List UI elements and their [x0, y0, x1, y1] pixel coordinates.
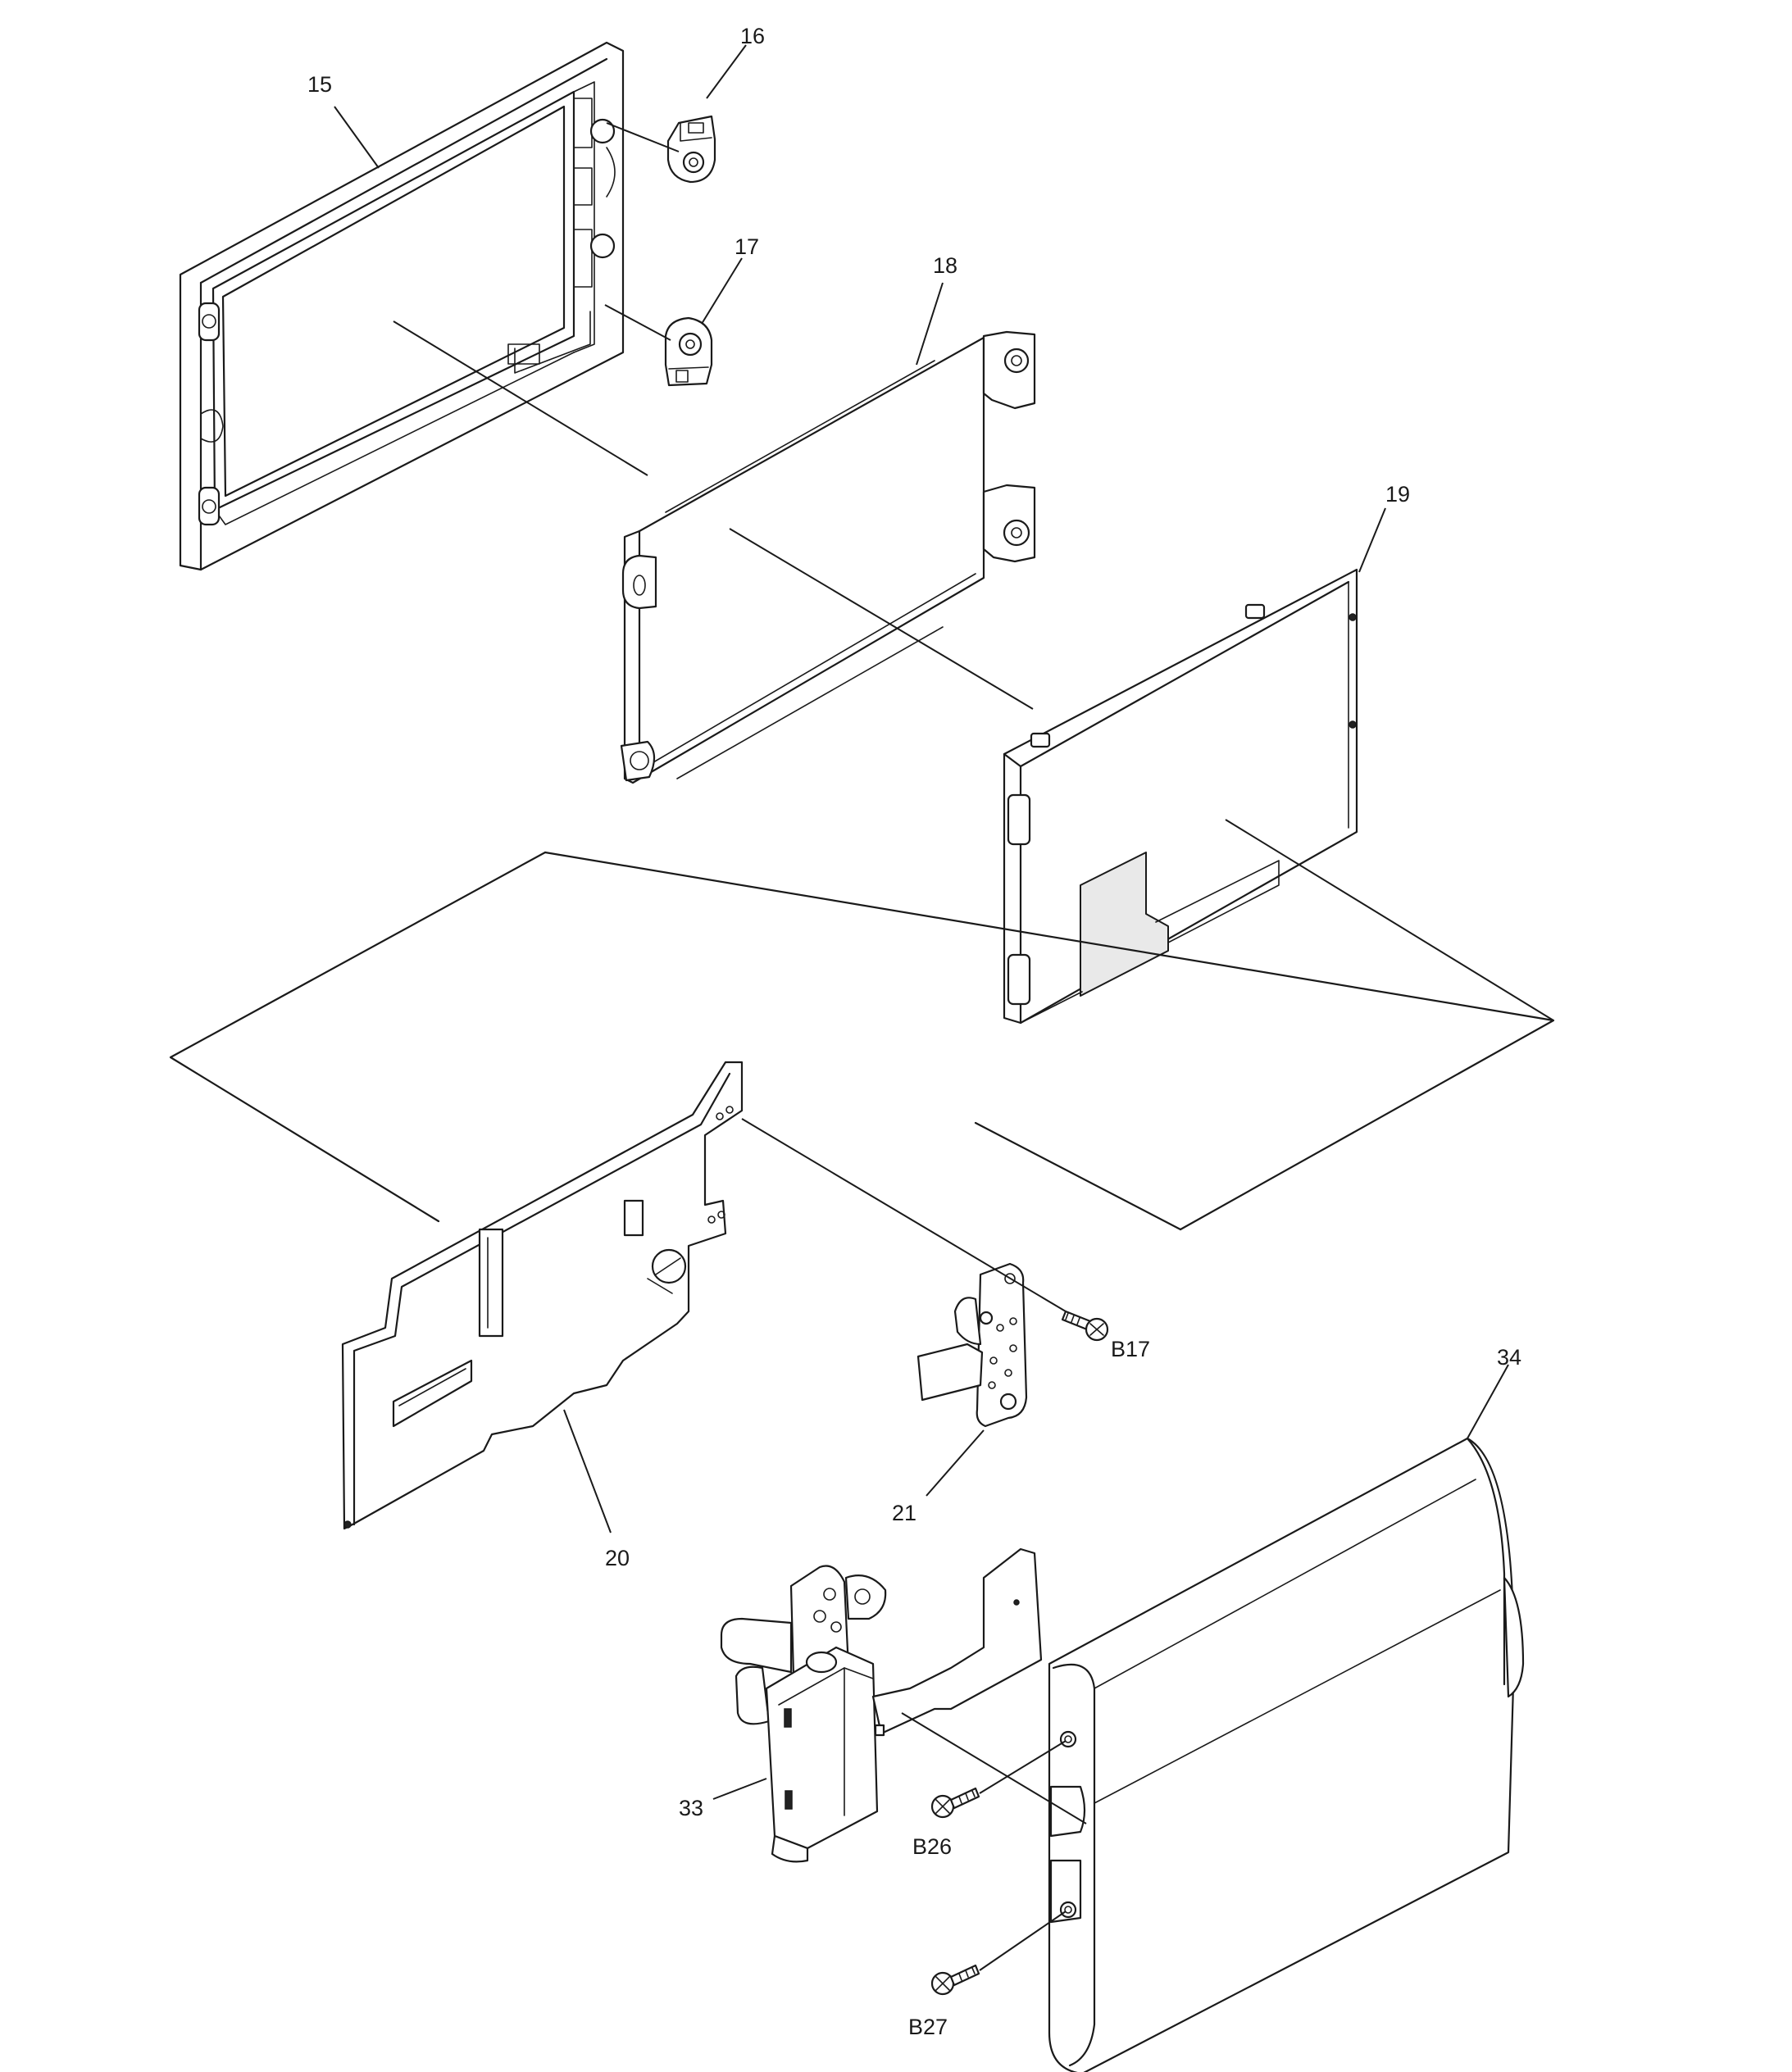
part-15-front-bezel	[179, 41, 625, 571]
callout-19: 19	[1385, 482, 1410, 507]
part-19-lcd-module	[1003, 568, 1358, 1025]
callout-15: 15	[307, 72, 332, 97]
callout-b26: B26	[912, 1834, 952, 1859]
part-34-lcd-cover	[1048, 1437, 1525, 2072]
part-20-main-plate	[341, 1061, 744, 1530]
screw-b26	[930, 1787, 980, 1819]
callout-20: 20	[605, 1546, 630, 1570]
callout-leaders	[334, 44, 1509, 1800]
part-18-panel-frame	[620, 330, 1036, 784]
callout-33: 33	[679, 1796, 703, 1820]
screw-b17	[1061, 1310, 1109, 1342]
part-17-hinge-bracket	[664, 316, 713, 387]
part-21-hinge-plate	[916, 1262, 1028, 1428]
callout-21: 21	[892, 1501, 916, 1525]
screw-b27	[930, 1964, 980, 1996]
insulating-sheet-outline	[169, 851, 1555, 1231]
callout-34: 34	[1497, 1345, 1521, 1370]
callout-b17: B17	[1111, 1337, 1150, 1361]
part-33-hinge-assembly	[720, 1547, 1043, 1863]
callout-16: 16	[740, 24, 765, 48]
part-16-hinge-bracket	[666, 115, 716, 184]
callout-labels: 15 16 17 18 19 20 21 33 34 B17 B26 B27	[307, 24, 1521, 2039]
callout-b27: B27	[908, 2015, 948, 2039]
callout-17: 17	[735, 234, 759, 259]
alignment-lines	[393, 122, 1554, 1971]
callout-18: 18	[933, 253, 957, 278]
